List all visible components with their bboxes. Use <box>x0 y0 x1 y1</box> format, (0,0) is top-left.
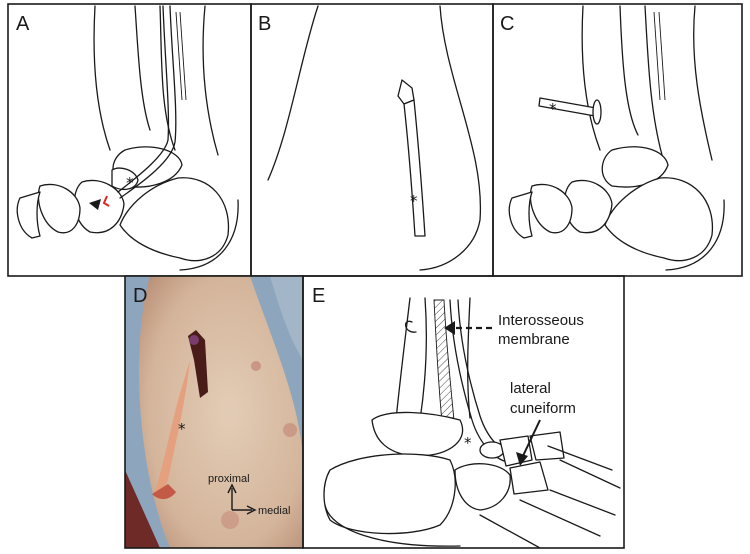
arrowhead-icon <box>89 199 101 210</box>
panel-d-tendon-marker: * <box>178 420 186 438</box>
membrane-label-line2: membrane <box>498 331 570 348</box>
orientation-proximal-label: proximal <box>208 473 250 485</box>
panel-e-letter: E <box>312 285 325 307</box>
panel-d-letter: D <box>133 285 147 307</box>
panel-c-tendon-marker: * <box>549 100 557 118</box>
panel-b: B * <box>250 3 494 277</box>
cuneiform-label-line2: cuneiform <box>510 400 576 417</box>
panel-e-frame <box>302 275 625 549</box>
membrane-label-line1: Interosseous <box>498 312 584 329</box>
panel-e-tendon-marker: * <box>464 434 472 452</box>
panel-b-tendon-marker: * <box>410 192 418 210</box>
panel-b-letter: B <box>258 13 271 35</box>
panel-b-frame <box>250 3 494 277</box>
solid-arrow-icon <box>516 419 541 466</box>
panel-a-tendon-marker: * <box>126 174 134 192</box>
panel-a-letter: A <box>16 13 30 35</box>
panel-e: E Interosseous membrane lateral cuneifor… <box>302 275 625 549</box>
orientation-axes-icon <box>227 483 257 515</box>
cuneiform-label-line1: lateral <box>510 380 551 397</box>
dashed-arrow-icon <box>444 321 492 335</box>
panel-c: C * <box>492 3 743 277</box>
panel-c-letter: C <box>500 13 514 35</box>
panel-a: A * <box>7 3 252 277</box>
orientation-medial-label: medial <box>258 505 290 517</box>
panel-d: D * proximal medial <box>124 275 304 549</box>
